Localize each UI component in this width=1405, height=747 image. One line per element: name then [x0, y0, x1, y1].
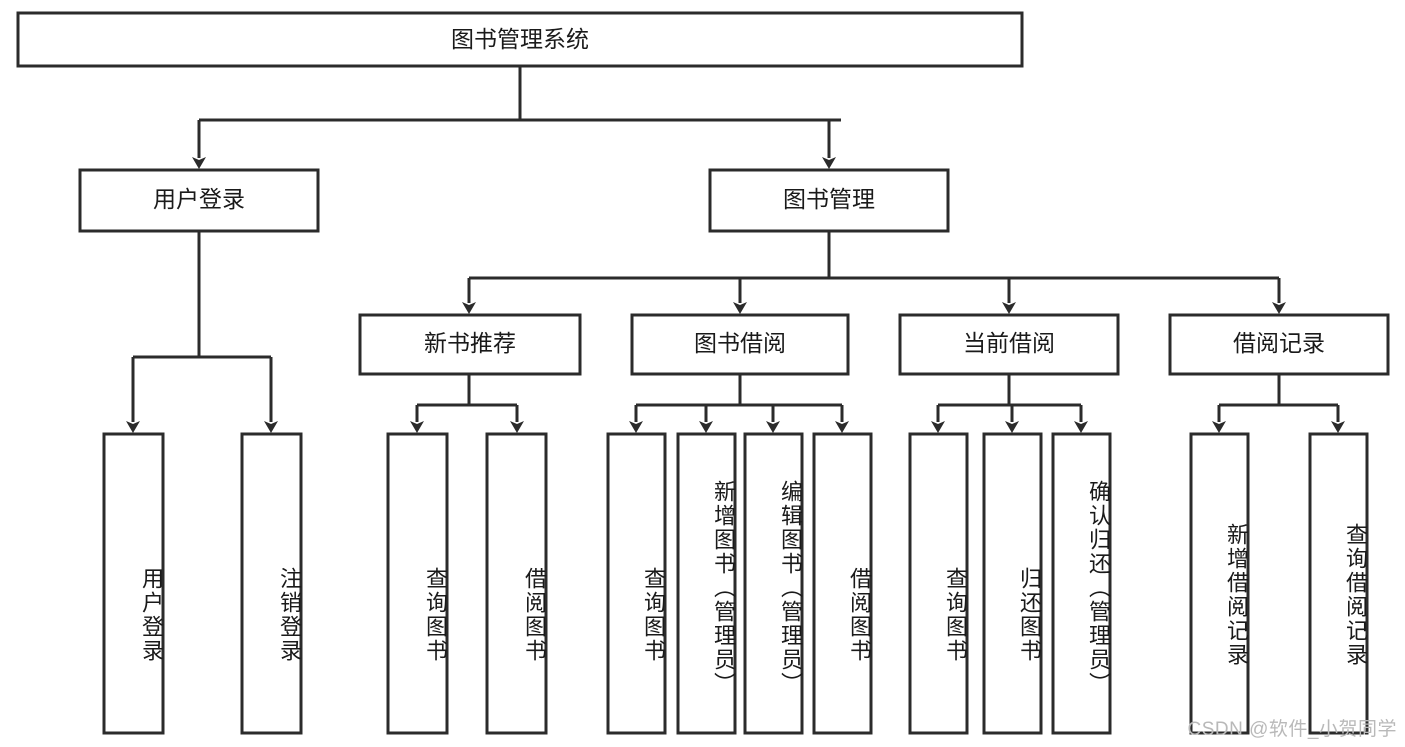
leaf-box-borrow-book-2[interactable] — [812, 432, 873, 735]
node-borrow-record[interactable]: 借阅记录 — [1168, 313, 1390, 376]
leaf-box-query-book-2[interactable] — [606, 432, 667, 735]
connector-currentborrow-to-leaves — [931, 374, 1088, 433]
node-borrow-record-label: 借阅记录 — [1233, 330, 1325, 356]
connector-bookborrow-to-leaves — [629, 374, 849, 433]
leaf-box-add-book[interactable] — [676, 432, 737, 735]
node-book-borrow-label: 图书借阅 — [694, 330, 786, 356]
node-current-borrow[interactable]: 当前借阅 — [898, 313, 1120, 376]
node-user-login-label: 用户登录 — [153, 186, 245, 212]
leaf-box-query-book-1[interactable] — [386, 432, 449, 735]
leaf-box-edit-book[interactable] — [743, 432, 804, 735]
leaf-boxes — [102, 432, 1369, 735]
node-user-login[interactable]: 用户登录 — [78, 168, 320, 233]
leaf-box-confirm-return[interactable] — [1051, 432, 1112, 735]
leaf-box-add-record[interactable] — [1189, 432, 1250, 735]
node-book-manage[interactable]: 图书管理 — [708, 168, 950, 233]
connector-borrowrecord-to-leaves — [1212, 374, 1345, 433]
leaf-box-return-book[interactable] — [982, 432, 1043, 735]
leaf-box-logout[interactable] — [240, 432, 303, 735]
leaf-box-user-login[interactable] — [102, 432, 165, 735]
leaf-box-borrow-book-1[interactable] — [485, 432, 548, 735]
node-book-manage-label: 图书管理 — [783, 186, 875, 212]
node-book-borrow[interactable]: 图书借阅 — [630, 313, 850, 376]
node-current-borrow-label: 当前借阅 — [963, 330, 1055, 356]
node-root-label: 图书管理系统 — [451, 26, 589, 52]
connector-bookmanage-to-level3 — [462, 231, 1286, 314]
node-root[interactable]: 图书管理系统 — [16, 11, 1024, 68]
connector-root-to-level2 — [192, 66, 841, 169]
node-new-book-rec-label: 新书推荐 — [424, 330, 516, 356]
leaf-box-query-book-3[interactable] — [908, 432, 969, 735]
connector-userlogin-to-leaves — [126, 231, 278, 433]
leaf-box-query-record[interactable] — [1308, 432, 1369, 735]
csdn-watermark: CSDN @软件_小贺同学 — [1187, 719, 1397, 740]
node-new-book-rec[interactable]: 新书推荐 — [358, 313, 582, 376]
connector-newbook-to-leaves — [410, 374, 524, 433]
